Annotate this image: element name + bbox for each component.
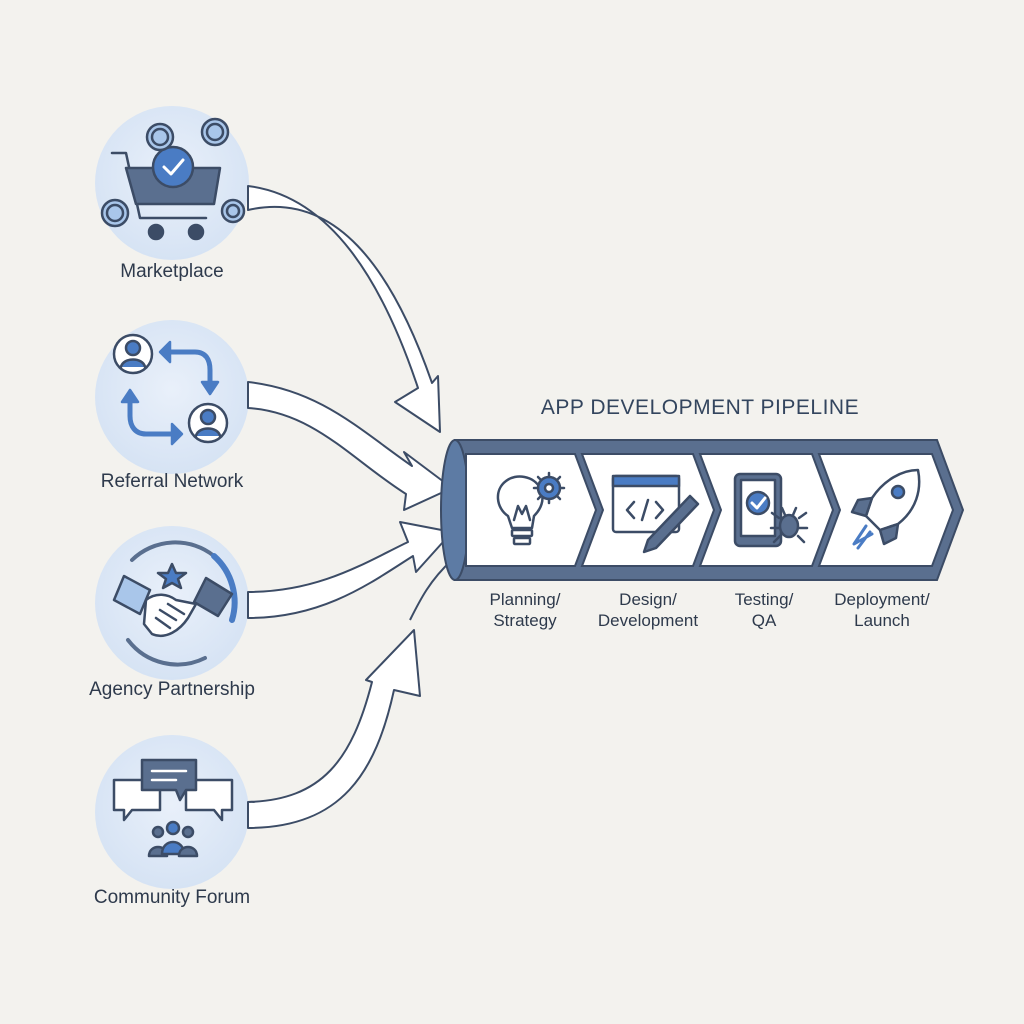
pipeline-title: APP DEVELOPMENT PIPELINE: [540, 396, 860, 419]
stage-label-planning: Planning/ Strategy: [489, 590, 561, 630]
lightbulb-gear-icon: [496, 471, 566, 546]
stage-label-deployment: Deployment/ Launch: [834, 590, 930, 630]
code-window-pencil-icon: [611, 474, 700, 554]
flow-arrows: [247, 185, 453, 829]
pipeline-inlet: [440, 439, 470, 581]
source-circle-community: [95, 735, 249, 889]
stage-label-design: Design/ Development: [597, 590, 699, 630]
flow-arrow-community: [247, 629, 421, 829]
chat-bubbles-people-icon: [112, 758, 234, 858]
source-label-agency: Agency Partnership: [89, 679, 255, 700]
source-label-community: Community Forum: [93, 887, 251, 908]
handshake-icon: [112, 540, 238, 667]
referral-cycle-icon: [112, 333, 229, 446]
shopping-cart-check-icon: [100, 117, 246, 241]
source-label-referral: Referral Network: [100, 471, 244, 492]
flow-arrow-agency: [247, 521, 453, 619]
source-label-marketplace: Marketplace: [120, 261, 224, 282]
tablet-bug-check-icon: [733, 472, 809, 548]
flow-arrow-referral: [247, 381, 453, 511]
rocket-icon: [850, 468, 921, 550]
stage-label-testing: Testing/ QA: [734, 590, 794, 630]
flow-arrow-marketplace: [247, 185, 441, 433]
